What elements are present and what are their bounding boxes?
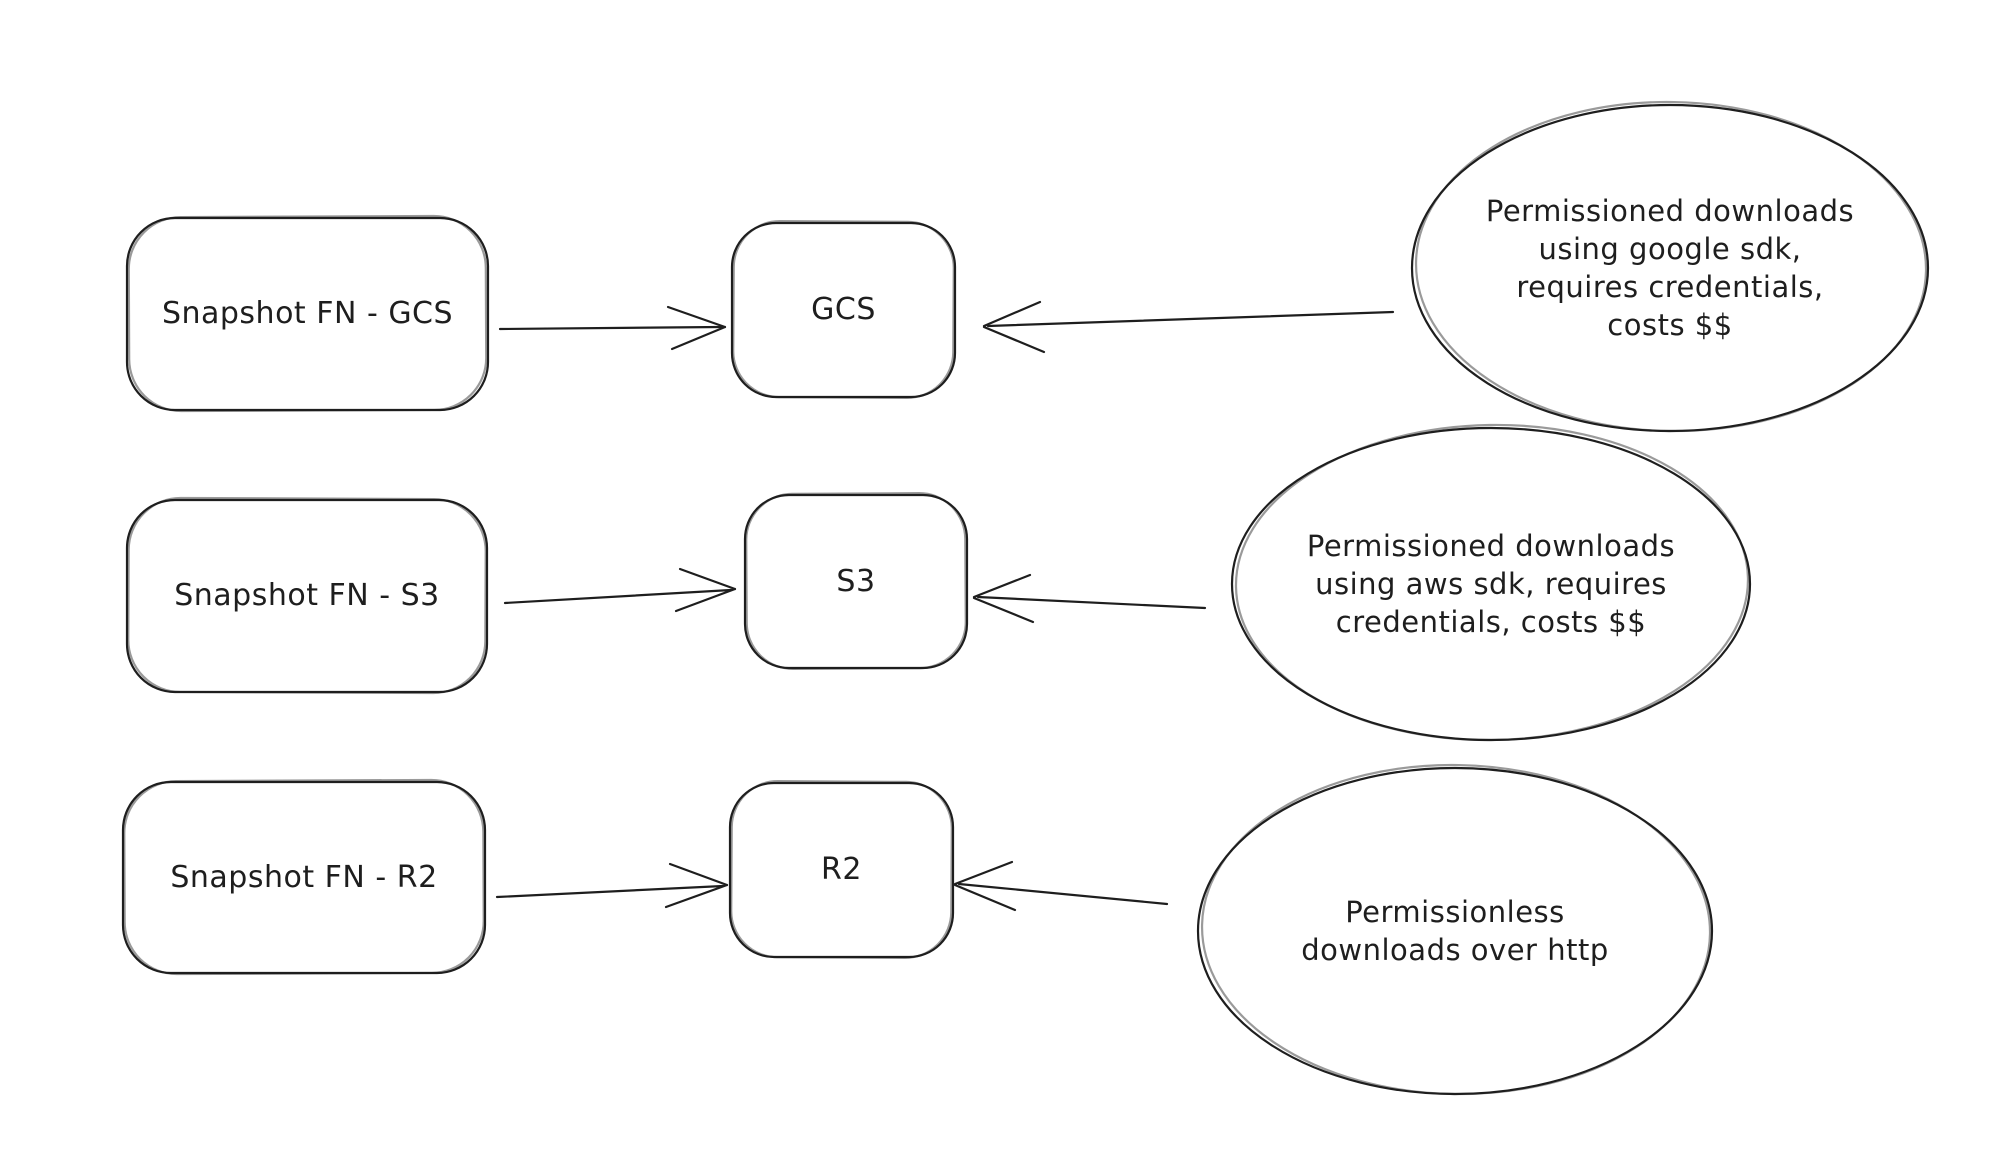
node-gcs-label[interactable]: GCS — [811, 292, 876, 327]
node-snapshot-fn-r2-label[interactable]: Snapshot FN - R2 — [170, 859, 438, 895]
ellipse-note-s3-shape[interactable] — [1230, 421, 1752, 745]
arrow-note-gcs-to-gcs[interactable] — [982, 300, 1395, 354]
node-r2-label[interactable]: R2 — [821, 852, 862, 887]
arrow-snapshot-s3-to-s3[interactable] — [503, 567, 737, 613]
note-r2-label[interactable]: Permissionless downloads over http — [1301, 895, 1609, 967]
arrow-note-s3-to-s3[interactable] — [972, 573, 1207, 624]
node-snapshot-fn-gcs-label[interactable]: Snapshot FN - GCS — [161, 296, 454, 331]
arrow-note-r2-to-r2[interactable] — [953, 860, 1169, 912]
arrow-snapshot-gcs-to-gcs[interactable] — [498, 305, 727, 351]
node-s3-label[interactable]: S3 — [836, 563, 876, 599]
node-s3-shape[interactable] — [743, 492, 969, 670]
node-snapshot-fn-s3-shape[interactable] — [125, 496, 489, 695]
node-snapshot-fn-gcs-shape[interactable] — [125, 214, 490, 413]
node-r2-shape[interactable] — [728, 780, 955, 959]
arrow-snapshot-r2-to-r2[interactable] — [495, 862, 729, 909]
node-snapshot-fn-r2-shape[interactable] — [121, 778, 487, 976]
ellipse-note-gcs-shape[interactable] — [1410, 98, 1930, 436]
note-s3-label[interactable]: Permissioned downloads using aws sdk, re… — [1306, 529, 1676, 639]
note-gcs-label[interactable]: Permissioned downloads using google sdk,… — [1485, 194, 1855, 342]
ellipse-note-r2-shape[interactable] — [1196, 761, 1714, 1099]
node-gcs-shape[interactable] — [730, 220, 957, 399]
node-snapshot-fn-s3-label[interactable]: Snapshot FN - S3 — [174, 578, 440, 613]
